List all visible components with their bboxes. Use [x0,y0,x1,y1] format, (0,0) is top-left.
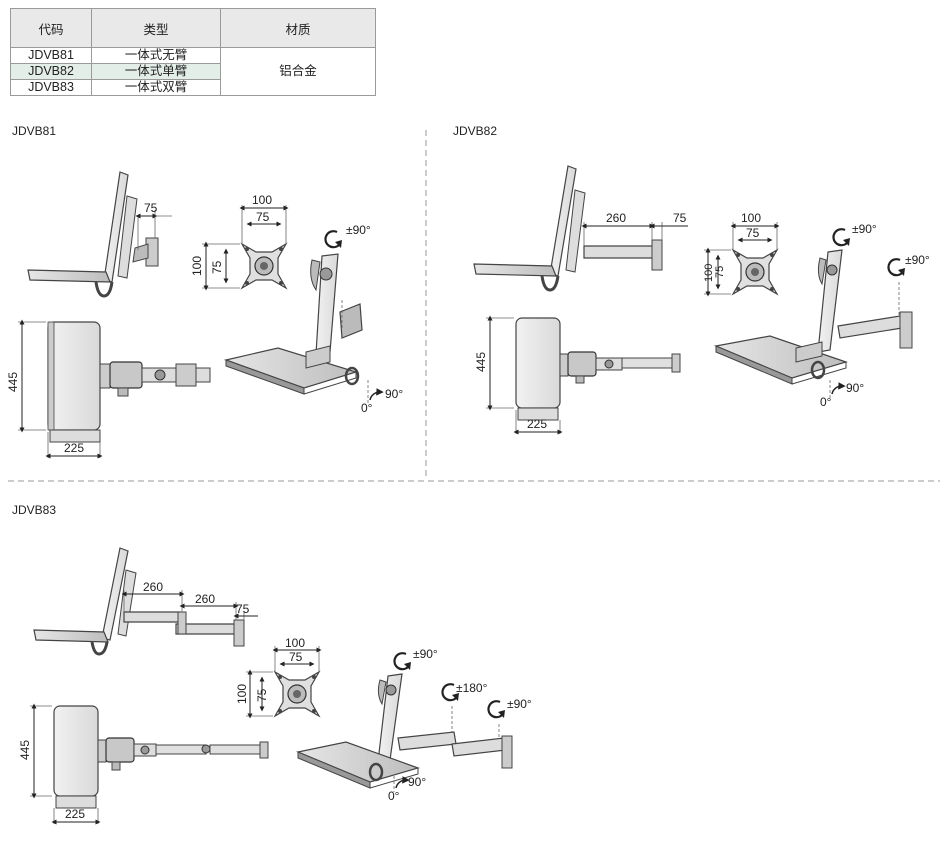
dim-label: 260 [143,580,163,594]
angle-label: 90° [385,387,403,401]
table-row: JDVB81 一体式无臂 铝合金 [10,47,376,96]
jdvb81-vesa-plate: 100 75 100 75 [190,193,289,291]
dim-label: 100 [235,684,249,704]
jdvb83-vesa-plate: 100 75 100 75 [235,636,322,719]
angle-label: ±90° [413,647,438,661]
material-cell: 铝合金 [220,47,376,96]
jdvb82-front-view: 445 225 [474,315,681,435]
dim-label: 445 [474,352,488,372]
jdvb83-side-view: 260 260 75 [33,547,258,656]
jdvb82-vesa-plate: 100 75 100 75 [703,211,780,297]
angle-label: ±180° [456,681,488,695]
rotation-arrow-icon [393,652,413,672]
angle-label: 90° [408,775,426,789]
row-code: JDVB81 [10,47,92,64]
rotation-arrow-icon [887,258,907,278]
dim-label: 100 [285,636,305,650]
section-label-jdvb81: JDVB81 [12,124,57,138]
angle-label: 0° [361,401,373,415]
angle-label: 0° [388,789,400,803]
jdvb83-iso-view: ±90° ±180° ±90° 90° 0° [295,647,532,803]
rotation-arrow-icon [324,230,344,250]
dim-label: 75 [210,260,224,274]
dim-label: 75 [256,210,270,224]
dim-label: 225 [64,441,84,455]
header-code: 代码 [10,8,92,48]
jdvb81-iso-view: ±90° 90° 0° [223,223,403,415]
dim-label: 445 [18,740,32,760]
jdvb81-side-view: 75 [27,171,172,298]
dim-label: 100 [741,211,761,225]
dim-label: 445 [6,372,20,392]
angle-label: 0° [820,395,832,409]
dim-label: 260 [195,592,215,606]
angle-label: ±90° [852,222,877,236]
dim-label: 75 [144,201,158,215]
section-label-jdvb82: JDVB82 [453,124,498,138]
dim-label: 100 [703,264,715,282]
dim-label: 225 [65,807,85,821]
jdvb83-front-view: 445 225 [18,703,269,825]
jdvb81-front-view: 445 225 [6,319,211,459]
dim-label: 100 [190,256,204,276]
angle-label: ±90° [905,253,930,267]
jdvb82-iso-view: ±90° ±90° 90° 0° [713,222,930,409]
dim-label: 225 [527,417,547,431]
section-label-jdvb83: JDVB83 [12,503,57,517]
angle-label: ±90° [346,223,371,237]
table-row: JDVB83 一体式双臂 [10,79,376,96]
table-header-row: 代码 类型 材质 [10,8,376,48]
row-code: JDVB83 [10,79,92,96]
rotation-arrow-icon [487,700,507,720]
dim-label: 75 [236,602,250,616]
row-type: 一体式单臂 [91,63,221,80]
dim-label: 100 [252,193,272,207]
angle-label: ±90° [507,697,532,711]
jdvb82-side-view: 260 75 [473,165,688,292]
dim-label: 75 [714,266,726,278]
dim-label: 75 [289,650,303,664]
rotation-arrow-icon [832,228,852,248]
row-type: 一体式双臂 [91,79,221,96]
dim-label: 75 [255,688,269,702]
dim-label: 260 [606,211,626,225]
dim-label: 75 [673,211,687,225]
spec-table: 代码 类型 材质 JDVB81 一体式无臂 铝合金 JDVB82 一体式单臂 J… [10,8,376,96]
angle-label: 90° [846,381,864,395]
dim-label: 75 [746,226,760,240]
